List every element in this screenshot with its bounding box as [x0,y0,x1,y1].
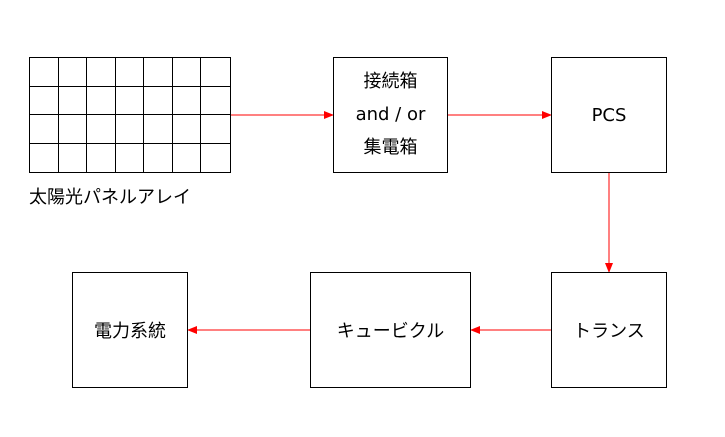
panel-cell [201,115,230,144]
junction-label-line-1: 接続箱 [363,71,418,92]
panel-cell [172,58,202,87]
panel-cell [144,115,173,144]
panel-cell [115,86,145,115]
panel-cell [30,115,59,144]
panel-cell [30,58,59,87]
panel-cell [30,143,59,172]
panel-cell [87,58,116,87]
junction-box-node: 接続箱 and / or 集電箱 [333,57,448,173]
panel-cell [172,115,202,144]
panel-cell [201,144,230,173]
panel-cell [144,143,173,172]
pcs-label: PCS [591,104,627,126]
panel-cell [87,115,116,144]
panel-cell [201,87,230,115]
panel-cell [144,58,173,87]
transformer-label: トランス [573,321,645,342]
panel-cell [173,143,202,172]
panel-cell [172,86,202,115]
panel-cell [116,143,145,172]
panel-cell [59,143,88,172]
junction-label-line-2: and / or [355,104,426,125]
transformer-node: トランス [551,272,667,388]
solar-array-label: 太陽光パネルアレイ [29,187,191,208]
cubicle-node: キュービクル [310,272,471,388]
panel-cell [87,86,116,115]
panel-cell [30,86,59,115]
panel-cell [87,143,116,172]
power-grid-label: 電力系統 [94,321,166,342]
panel-cell [201,58,230,87]
cubicle-label: キュービクル [336,321,445,342]
junction-label-line-3: 集電箱 [363,137,418,158]
panel-cell [58,115,88,144]
pcs-node: PCS [551,57,667,173]
panel-cell [115,58,145,87]
panel-cell [58,58,88,87]
panel-cell [144,86,173,115]
power-grid-node: 電力系統 [72,272,188,388]
panel-cell [58,86,88,115]
panel-cell [115,115,145,144]
solar-panel-array [29,57,231,173]
